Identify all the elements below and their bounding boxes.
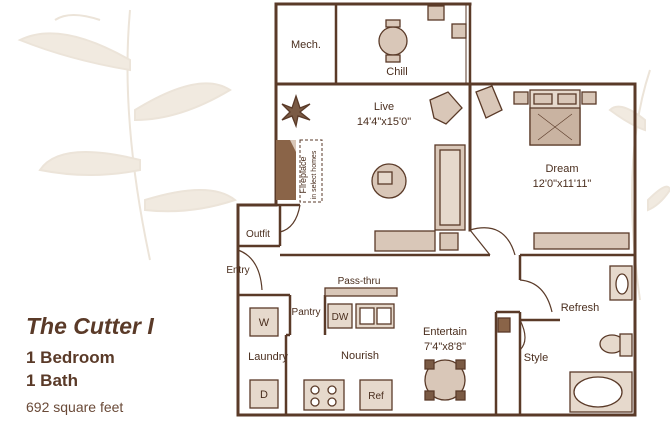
interior-walls [236,4,635,415]
dream-label: Dream [545,163,578,175]
fireplace [276,139,323,203]
pass-thru-label: Pass-thru [338,276,381,287]
live-furniture [281,85,503,252]
entry-label: Entry [226,265,249,276]
foliage-decoration [17,9,670,301]
dw-label: DW [332,312,349,323]
chill-label: Chill [386,66,407,78]
bath-fixtures [497,265,633,413]
mech-label: Mech. [291,39,321,51]
square-footage: 692 square feet [26,399,124,415]
fireplace-note: in select homes [311,150,318,199]
style-label: Style [524,352,548,364]
dream-furniture [513,89,630,250]
fireplace-label: Fireplace [298,156,308,193]
live-label: Live [374,101,394,113]
door-swings [237,204,553,351]
nourish-label: Nourish [341,350,379,362]
ref-label: Ref [368,391,384,402]
dining-table [424,359,466,401]
bath-count: 1 Bath [26,371,78,390]
live-dims: 14'4"x15'0" [357,116,411,128]
plan-title: The Cutter I [26,313,154,339]
pantry-label: Pantry [292,307,321,318]
laundry-label: Laundry [248,351,288,363]
room-labels: Mech. Chill Live 14'4"x15'0" Dream 12'0"… [226,39,599,402]
refresh-label: Refresh [561,302,600,314]
kitchen-fixtures [249,287,398,411]
outfit-label: Outfit [246,229,270,240]
bedroom-count: 1 Bedroom [26,348,115,367]
entertain-label: Entertain [423,326,467,338]
plant-icon [281,93,311,129]
w-label: W [259,317,270,329]
d-label: D [260,389,268,401]
chill-furniture [378,5,467,63]
entertain-dims: 7'4"x8'8" [424,341,466,353]
dream-dims: 12'0"x11'11" [533,178,592,190]
